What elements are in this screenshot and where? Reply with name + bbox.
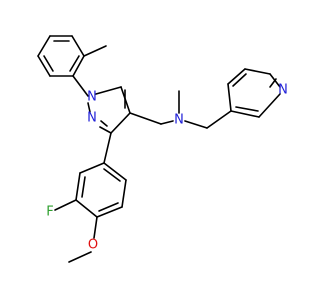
pyridine-ring xyxy=(227,68,281,118)
tolyl-methyl-bond xyxy=(83,45,107,57)
structure-drawing: N N N N F O xyxy=(37,35,288,263)
atom-label-o: O xyxy=(88,238,98,253)
tolyl-n1-bond xyxy=(72,75,89,97)
pyrazole-aryl-bond xyxy=(103,132,112,164)
o-methyl-bond xyxy=(68,251,92,263)
molecule-diagram: N N N N F O xyxy=(37,35,288,263)
atom-label-n1: N xyxy=(87,90,97,105)
fluoromethoxyphenyl-ring xyxy=(75,162,127,218)
ch2-bond-left xyxy=(129,112,162,125)
atom-label-pyridine-n: N xyxy=(278,83,288,98)
atom-label-n2: N xyxy=(87,111,97,126)
c-f-bond xyxy=(54,199,77,211)
tolyl-ring xyxy=(37,35,85,77)
c-o-bond xyxy=(93,216,98,239)
ch2-pyridine-bond xyxy=(206,110,232,129)
ch2-bond-amine xyxy=(160,120,174,125)
amine-ch2-bond xyxy=(184,120,208,129)
pyrazole-ring xyxy=(87,86,131,134)
atom-label-f: F xyxy=(46,205,53,220)
atom-label-amine-n: N xyxy=(174,113,184,128)
